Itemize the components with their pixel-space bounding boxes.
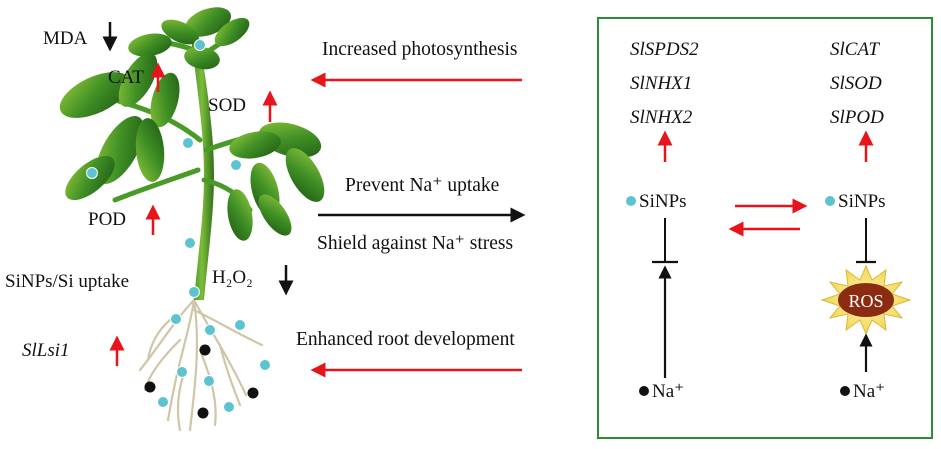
sinps-left-label: SiNPs bbox=[639, 191, 687, 212]
shield-label: Shield against Na⁺ stress bbox=[317, 233, 513, 254]
na-dots-plant bbox=[144, 344, 259, 419]
sinps-right-label: SiNPs bbox=[838, 191, 886, 212]
na-dot-left bbox=[639, 386, 649, 396]
sinp-dot-right bbox=[825, 196, 835, 206]
h2o2-label: H₂O₂ bbox=[212, 267, 253, 288]
ros-label: ROS bbox=[848, 291, 883, 311]
cat-label: CAT bbox=[108, 67, 144, 88]
gene-slnhx1: SlNHX1 bbox=[630, 73, 692, 94]
photosynthesis-label: Increased photosynthesis bbox=[322, 39, 518, 60]
pod-label: POD bbox=[88, 209, 126, 230]
sinp-dots-plant bbox=[86, 39, 271, 413]
sinp-dot-left bbox=[626, 196, 636, 206]
na-right-label: Na⁺ bbox=[853, 381, 885, 402]
gene-slspds2: SlSPDS2 bbox=[630, 39, 699, 60]
gene-slpod: SlPOD bbox=[830, 107, 884, 128]
plant-illustration bbox=[59, 7, 325, 432]
gene-slsod: SlSOD bbox=[830, 73, 882, 94]
na-dot-right bbox=[840, 386, 850, 396]
gene-slnhx2: SlNHX2 bbox=[630, 107, 693, 128]
root-development-label: Enhanced root development bbox=[296, 329, 515, 350]
uptake-label: SiNPs/Si uptake bbox=[5, 271, 129, 292]
roots bbox=[138, 298, 264, 432]
leaves bbox=[59, 7, 325, 241]
mda-label: MDA bbox=[43, 28, 88, 49]
mechanism-box bbox=[597, 17, 933, 439]
na-left-label: Na⁺ bbox=[652, 381, 684, 402]
sod-label: SOD bbox=[208, 95, 246, 116]
gene-slcat: SlCAT bbox=[830, 39, 880, 60]
slsi1-label: SlLsi1 bbox=[22, 340, 70, 361]
stem bbox=[190, 30, 214, 300]
prevent-na-label: Prevent Na⁺ uptake bbox=[345, 175, 499, 196]
